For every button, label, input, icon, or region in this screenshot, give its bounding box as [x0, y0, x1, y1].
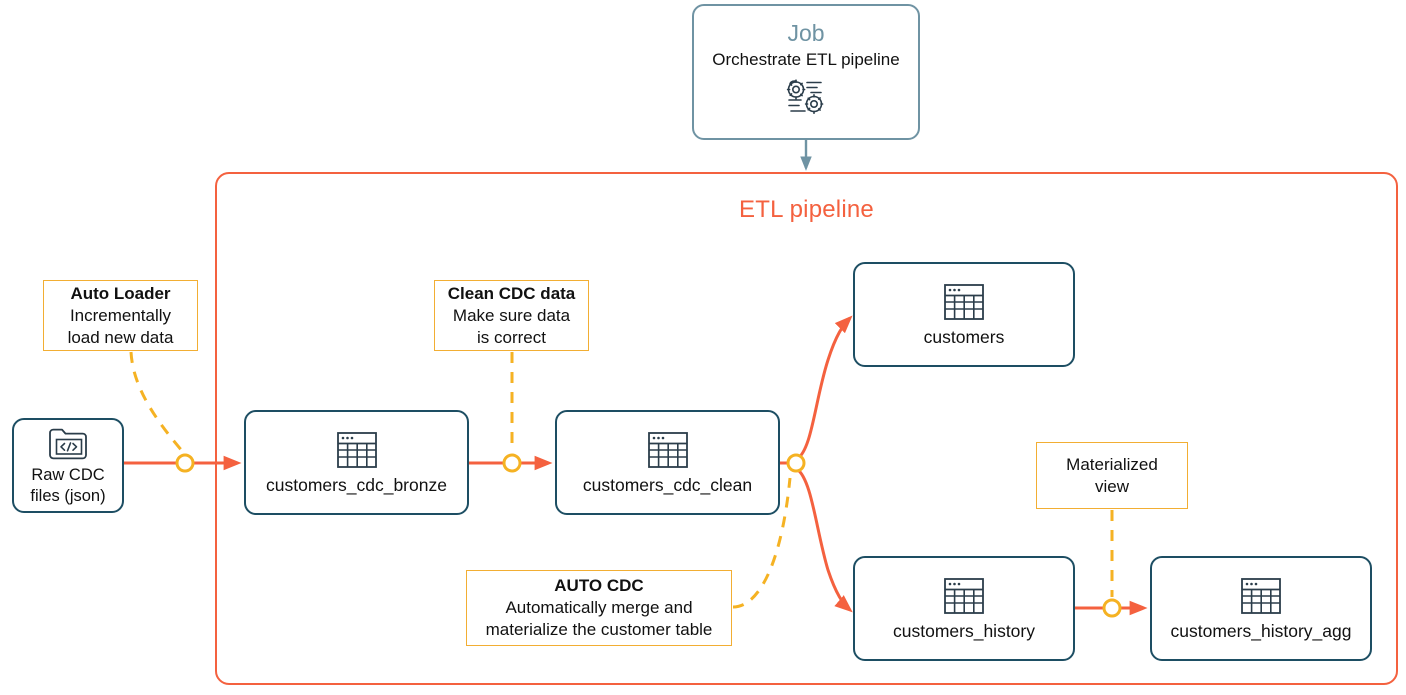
- job-subtitle: Orchestrate ETL pipeline: [712, 50, 900, 69]
- note-materialized-view: Materialized view: [1036, 442, 1188, 509]
- note-title: Clean CDC data: [447, 283, 576, 303]
- table-icon: [942, 576, 986, 616]
- table-icon: [1239, 576, 1283, 616]
- annotation-leader-autoloader: [129, 351, 185, 453]
- node-label: customers_cdc_clean: [582, 474, 753, 495]
- note-auto-loader: Auto Loader Incrementally load new data: [43, 280, 198, 351]
- note-auto-cdc: AUTO CDC Automatically merge and materia…: [466, 570, 732, 646]
- node-customers-cdc-bronze[interactable]: customers_cdc_bronze: [244, 410, 469, 515]
- etl-pipeline-title: ETL pipeline: [739, 196, 874, 223]
- node-customers-history-agg[interactable]: customers_history_agg: [1150, 556, 1372, 661]
- table-icon: [646, 430, 690, 470]
- node-label: customers: [923, 326, 1005, 347]
- etl-pipeline-container: [215, 172, 1398, 685]
- job-box[interactable]: Job Orchestrate ETL pipeline: [692, 4, 920, 140]
- gears-workflow-icon: [783, 77, 829, 122]
- note-title: AUTO CDC: [554, 576, 644, 595]
- note-body: Automatically merge and materialize the …: [485, 598, 713, 639]
- note-body: Materialized view: [1066, 454, 1158, 496]
- note-body: Incrementally load new data: [67, 305, 174, 347]
- table-icon: [335, 430, 379, 470]
- note-clean-cdc-data: Clean CDC data Make sure data is correct: [434, 280, 589, 351]
- edge-marker-autoloader: [175, 453, 195, 473]
- node-customers-history[interactable]: customers_history: [853, 556, 1075, 661]
- node-customers-cdc-clean[interactable]: customers_cdc_clean: [555, 410, 780, 515]
- node-label: customers_cdc_bronze: [266, 474, 447, 495]
- note-body: Make sure data is correct: [452, 305, 571, 347]
- node-label: customers_history_agg: [1170, 620, 1352, 641]
- node-label: customers_history: [893, 620, 1035, 641]
- node-customers[interactable]: customers: [853, 262, 1075, 367]
- node-label: Raw CDC files (json): [30, 465, 106, 505]
- job-title: Job: [787, 20, 825, 46]
- node-raw-cdc-files[interactable]: Raw CDC files (json): [12, 418, 124, 513]
- note-title: Auto Loader: [70, 283, 171, 303]
- folder-code-icon: [46, 425, 90, 463]
- table-icon: [942, 282, 986, 322]
